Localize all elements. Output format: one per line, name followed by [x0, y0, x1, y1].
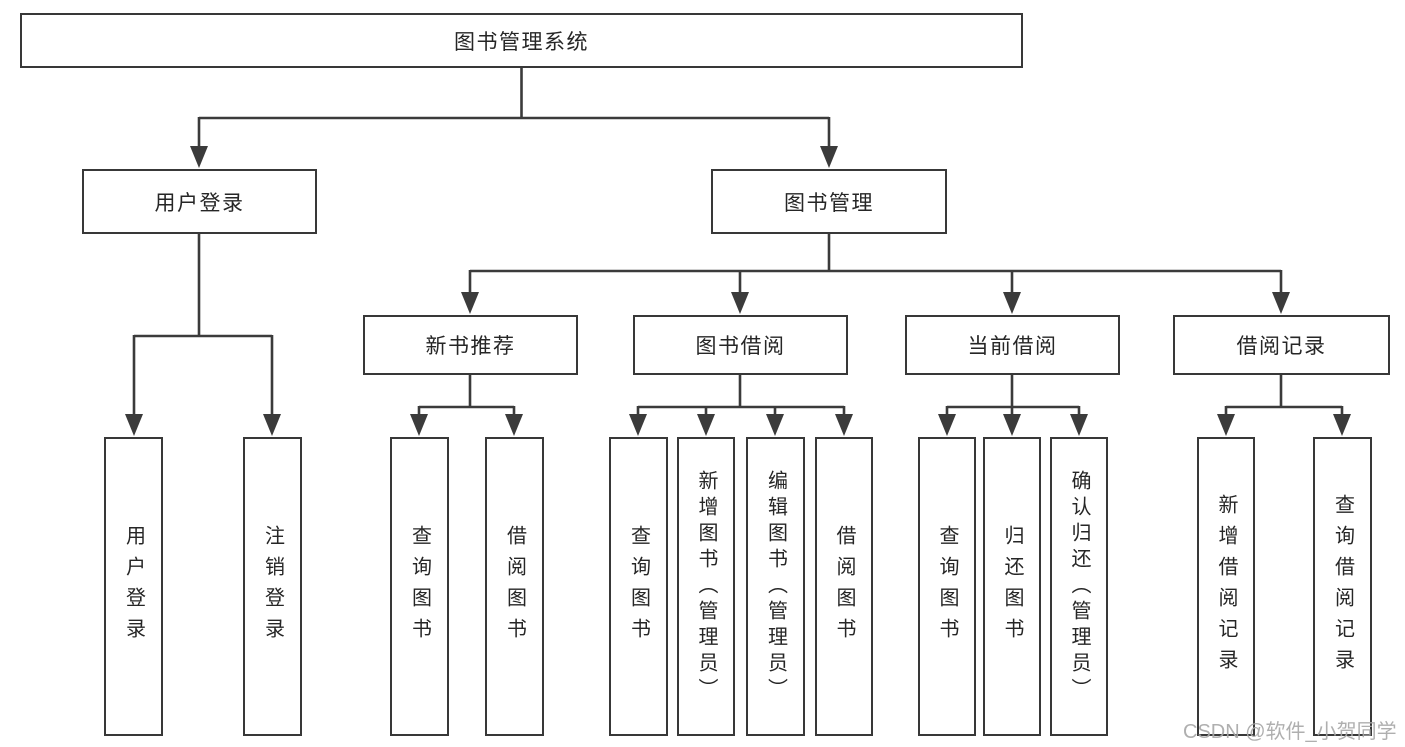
node-leaf-query-books-1: 查询图书 — [390, 437, 449, 736]
arrowhead-down-icon — [938, 414, 956, 436]
node-book-management: 图书管理 — [711, 169, 947, 234]
node-leaf-query-borrow-record: 查询借阅记录 — [1313, 437, 1372, 736]
node-label: 图书管理系统 — [454, 30, 589, 54]
node-label: 查询借阅记录 — [1331, 493, 1354, 680]
arrowhead-down-icon — [820, 146, 838, 168]
arrowhead-down-icon — [505, 414, 523, 436]
node-new-book-recommend: 新书推荐 — [363, 315, 578, 375]
csdn-watermark: CSDN @软件_小贺同学 — [1183, 721, 1397, 743]
arrowhead-down-icon — [1003, 292, 1021, 314]
node-label: 编辑图书（管理员） — [764, 469, 787, 704]
node-label: 注销登录 — [261, 524, 284, 649]
node-leaf-query-books-2: 查询图书 — [609, 437, 668, 736]
arrowhead-down-icon — [629, 414, 647, 436]
node-label: 当前借阅 — [967, 335, 1058, 358]
node-label: 确认归还（管理员） — [1068, 469, 1090, 704]
node-leaf-borrow-books-2: 借阅图书 — [815, 437, 873, 736]
node-leaf-add-borrow-record: 新增借阅记录 — [1197, 437, 1255, 736]
arrowhead-down-icon — [1003, 414, 1021, 436]
node-label: 归还图书 — [1001, 524, 1023, 649]
node-leaf-confirm-return-admin: 确认归还（管理员） — [1050, 437, 1108, 736]
arrowhead-down-icon — [1070, 414, 1088, 436]
node-leaf-user-login: 用户登录 — [104, 437, 163, 736]
node-user-login: 用户登录 — [82, 169, 317, 234]
arrowhead-down-icon — [190, 146, 208, 168]
node-leaf-edit-books-admin: 编辑图书（管理员） — [746, 437, 805, 736]
arrowhead-down-icon — [263, 414, 281, 436]
node-label: 借阅记录 — [1236, 335, 1327, 358]
node-label: 新增图书（管理员） — [695, 469, 717, 704]
node-book-borrowing: 图书借阅 — [633, 315, 848, 375]
arrowhead-down-icon — [1217, 414, 1235, 436]
arrowhead-down-icon — [697, 414, 715, 436]
node-label: 图书管理 — [784, 191, 874, 215]
node-leaf-logout: 注销登录 — [243, 437, 302, 736]
arrowhead-down-icon — [125, 414, 143, 436]
node-label: 用户登录 — [154, 191, 245, 215]
node-label: 新增借阅记录 — [1215, 493, 1237, 680]
node-label: 图书借阅 — [695, 335, 786, 358]
node-current-borrowing: 当前借阅 — [905, 315, 1120, 375]
arrowhead-down-icon — [766, 414, 784, 436]
node-library-management-system: 图书管理系统 — [20, 13, 1023, 68]
node-label: 借阅图书 — [833, 524, 855, 649]
node-leaf-borrow-books-1: 借阅图书 — [485, 437, 544, 736]
arrowhead-down-icon — [461, 292, 479, 314]
node-label: 查询图书 — [936, 524, 958, 649]
arrowhead-down-icon — [835, 414, 853, 436]
arrowhead-down-icon — [1272, 292, 1290, 314]
arrowhead-down-icon — [731, 292, 749, 314]
node-leaf-add-books-admin: 新增图书（管理员） — [677, 437, 735, 736]
node-leaf-query-books-3: 查询图书 — [918, 437, 976, 736]
node-leaf-return-books: 归还图书 — [983, 437, 1041, 736]
node-label: 新书推荐 — [425, 335, 516, 358]
node-label: 查询图书 — [408, 524, 431, 649]
node-borrowing-records: 借阅记录 — [1173, 315, 1390, 375]
arrowhead-down-icon — [410, 414, 428, 436]
node-label: 查询图书 — [627, 524, 650, 649]
node-label: 用户登录 — [122, 524, 145, 649]
arrowhead-down-icon — [1333, 414, 1351, 436]
node-label: 借阅图书 — [503, 524, 526, 649]
